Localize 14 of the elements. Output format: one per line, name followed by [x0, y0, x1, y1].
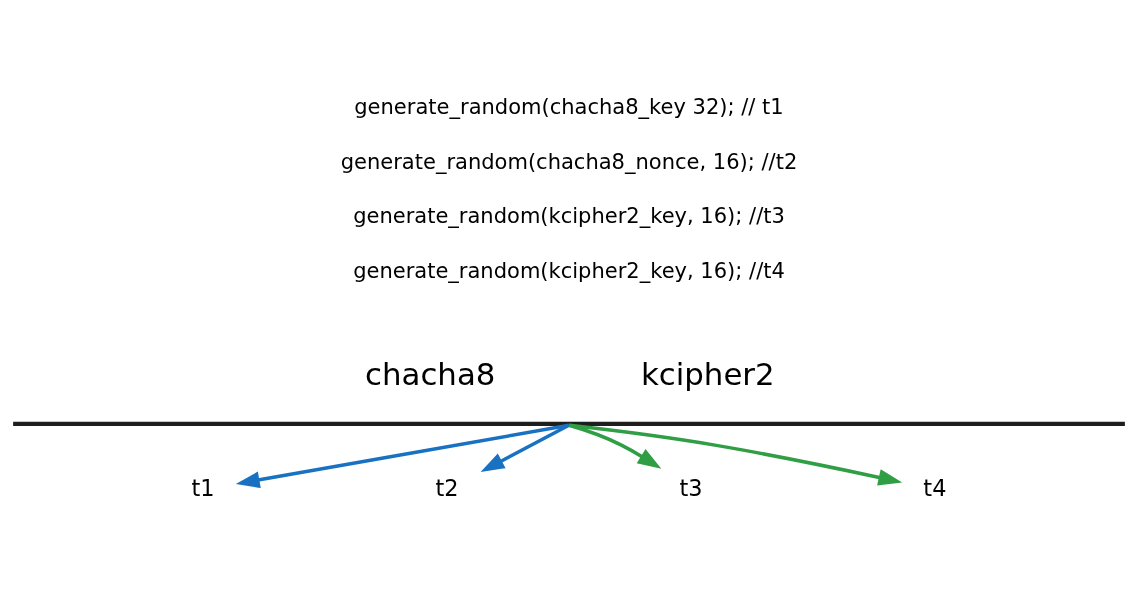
arrow — [235, 423, 570, 489]
label: kcipher2 — [640, 356, 775, 393]
node-text: t4 — [923, 475, 947, 502]
node-text: t2 — [435, 475, 459, 502]
label: generate_random(chacha8_key 32); // t1 — [354, 94, 784, 120]
node-text: t3 — [679, 475, 703, 502]
node-bar — [13, 421, 1125, 426]
label: generate_random(chacha8_nonce, 16); //t2 — [340, 148, 798, 174]
label: chacha8 — [365, 356, 496, 393]
label: generate_random(kcipher2_key, 16); //t4 — [353, 258, 785, 284]
label: generate_random(kcipher2_key, 16); //t3 — [353, 203, 785, 229]
arrow — [569, 423, 903, 486]
node-text: t1 — [191, 475, 215, 502]
arrow — [480, 423, 570, 472]
